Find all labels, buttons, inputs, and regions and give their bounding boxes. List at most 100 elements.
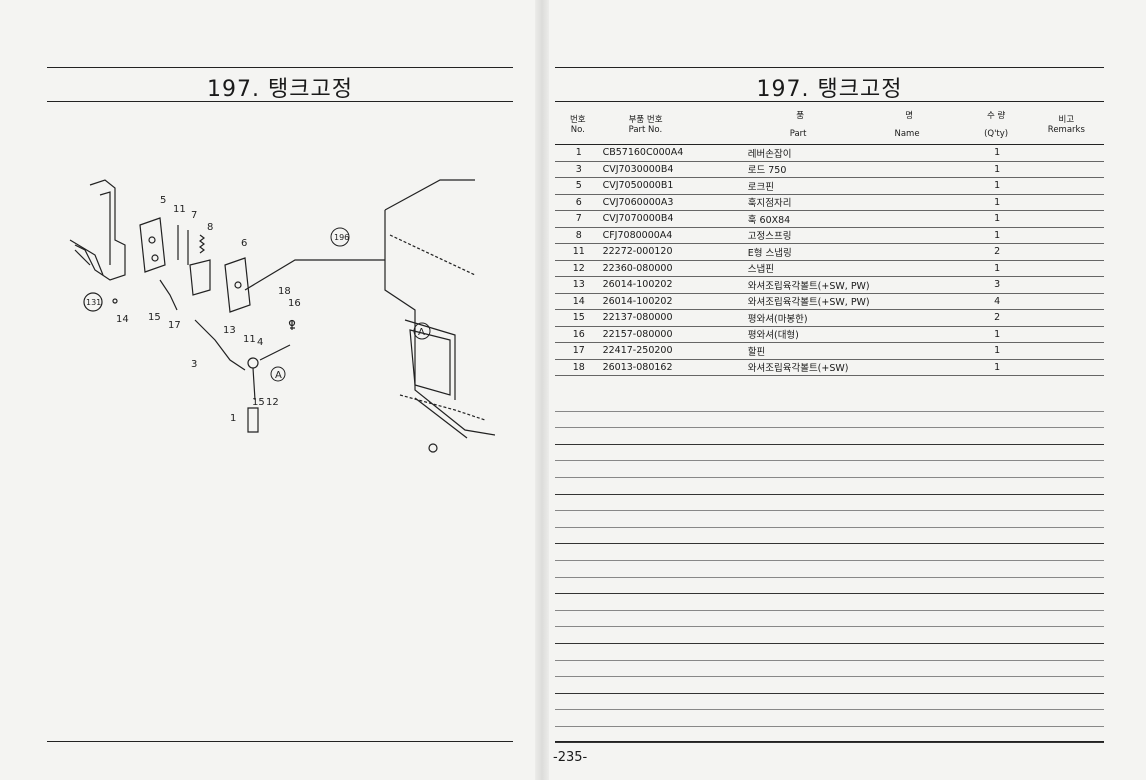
header-part-no: 부품 번호 Part No.: [601, 104, 746, 145]
callout-8: 8: [207, 222, 213, 233]
header-name-kr-1: 품: [796, 111, 805, 121]
cell-no: 12: [555, 260, 601, 277]
cell-part-no: 22157-080000: [600, 326, 746, 343]
blank-line: [555, 594, 1104, 611]
cell-no: 5: [555, 177, 601, 195]
callout-11: 11: [173, 204, 186, 215]
blank-line: [555, 428, 1104, 445]
book-gutter: [535, 0, 549, 780]
cell-remarks: [1028, 210, 1104, 228]
page-number: -235-: [553, 750, 588, 765]
callout-A-tank: A: [418, 327, 425, 338]
callout-131: 131: [86, 298, 101, 307]
cell-part-no: CVJ7070000B4: [600, 210, 746, 228]
header-qty: 수 량 (Q'ty): [964, 104, 1029, 145]
parts-table: 번호 No. 부품 번호 Part No. 품 명 Part Name: [555, 104, 1104, 376]
callout-15: 15: [148, 312, 161, 323]
callout-18: 18: [278, 286, 291, 297]
cell-no: 1: [555, 144, 601, 162]
cell-part-no: CFJ7080000A4: [600, 227, 746, 244]
exploded-parts-diagram: 5 11 7 8 6 18 16 131 14 15 17 13 11 4 3 …: [69, 179, 495, 453]
callout-3: 3: [191, 359, 197, 370]
blank-line: [555, 478, 1104, 495]
bottom-rule: [47, 741, 513, 742]
cell-part-no: 22417-250200: [600, 342, 746, 360]
cell-part-no: 26013-080162: [600, 359, 746, 376]
blank-line: [555, 544, 1104, 561]
cell-remarks: [1028, 227, 1104, 244]
cell-remarks: [1028, 144, 1104, 162]
header-remarks: 비고 Remarks: [1029, 104, 1104, 145]
cell-part-no: 22360-080000: [600, 260, 746, 277]
cell-remarks: [1028, 243, 1104, 261]
right-page-title: 197. 탱크고정: [756, 77, 903, 102]
left-page: 197. 탱크고정: [0, 0, 540, 780]
cell-qty: 4: [963, 293, 1029, 310]
cell-qty: 1: [963, 144, 1029, 162]
cell-no: 7: [555, 210, 601, 228]
top-rule-right: [555, 67, 1104, 68]
cell-qty: 1: [963, 210, 1029, 228]
cell-remarks: [1028, 276, 1104, 294]
cell-no: 13: [555, 276, 601, 294]
cell-remarks: [1028, 293, 1104, 310]
blank-line: [555, 561, 1104, 578]
blank-line: [555, 511, 1104, 528]
cell-name: 훅 60X84: [745, 210, 964, 228]
right-page: 197. 탱크고정 번호 No. 부품 번호 Part No. 품 명: [545, 0, 1146, 780]
cell-no: 3: [555, 161, 601, 178]
blank-line: [555, 694, 1104, 711]
callout-17: 17: [168, 320, 181, 331]
top-rule: [47, 67, 513, 68]
cell-name: 로크핀: [745, 177, 964, 195]
callout-4: 4: [257, 337, 263, 348]
blank-line: [555, 627, 1104, 644]
cell-remarks: [1028, 260, 1104, 277]
cell-name: 훅지점자리: [745, 194, 964, 211]
blank-line: [555, 412, 1104, 429]
header-name: 품 명 Part Name: [746, 104, 964, 145]
cell-qty: 1: [963, 260, 1029, 277]
blank-line: [555, 495, 1104, 512]
cell-remarks: [1028, 177, 1104, 195]
cell-name: 와셔조립육각볼트(+SW, PW): [745, 293, 964, 310]
cell-no: 18: [555, 359, 601, 376]
table-header-row: 번호 No. 부품 번호 Part No. 품 명 Part Name: [555, 104, 1104, 145]
cell-no: 11: [555, 243, 601, 261]
bottom-rule-right: [555, 741, 1104, 742]
cell-part-no: CB57160C000A4: [600, 144, 746, 162]
cell-part-no: CVJ7050000B1: [600, 177, 746, 195]
callout-16: 16: [288, 298, 301, 309]
callout-A-left: A: [275, 370, 282, 381]
header-name-en-1: Part: [789, 129, 807, 139]
callout-196: 196: [334, 233, 349, 242]
cell-no: 15: [555, 309, 601, 327]
callout-11b: 11: [243, 334, 256, 345]
cell-name: 스냅핀: [745, 260, 964, 277]
cell-qty: 1: [963, 227, 1029, 244]
cell-no: 17: [555, 342, 601, 360]
callout-7: 7: [191, 210, 197, 221]
cell-remarks: [1028, 342, 1104, 360]
cell-name: 고정스프링: [745, 227, 964, 244]
header-no-kr: 번호: [569, 115, 586, 125]
cell-qty: 1: [963, 161, 1029, 178]
cell-part-no: 26014-100202: [600, 293, 746, 310]
callout-15b: 15: [252, 397, 265, 408]
header-name-en-2: Name: [894, 129, 920, 139]
title-rule: [47, 101, 513, 102]
cell-remarks: [1028, 309, 1104, 327]
blank-line: [555, 445, 1104, 462]
callout-13: 13: [223, 325, 236, 336]
